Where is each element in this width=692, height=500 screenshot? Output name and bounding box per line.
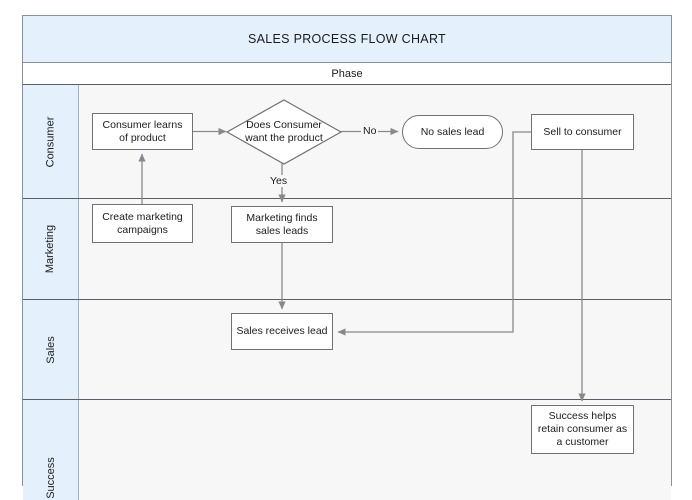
swimlane-label-text: Success bbox=[44, 456, 57, 499]
node-label: Marketing finds sales leads bbox=[246, 211, 318, 237]
node-sell-to-consumer[interactable]: Sell to consumer bbox=[531, 114, 634, 150]
swimlane-label-text: Consumer bbox=[44, 116, 57, 167]
node-label: No sales lead bbox=[420, 125, 485, 138]
chart-title-band: SALES PROCESS FLOW CHART bbox=[23, 16, 671, 63]
node-no-sales-lead[interactable]: No sales lead bbox=[402, 115, 503, 149]
phase-header-row: Phase bbox=[23, 63, 671, 85]
node-label: Does Consumer want the product bbox=[245, 119, 323, 144]
node-create-marketing-campaigns[interactable]: Create marketing campaigns bbox=[92, 204, 193, 243]
swimlane-label-consumer: Consumer bbox=[23, 85, 79, 198]
swimlane-label-success: Success bbox=[23, 400, 79, 500]
node-label: Create marketing campaigns bbox=[102, 210, 183, 236]
swimlane-body-sales bbox=[79, 300, 671, 399]
node-label: Consumer learns of product bbox=[102, 118, 183, 144]
node-label: Sell to consumer bbox=[543, 125, 622, 138]
node-marketing-finds-sales-leads[interactable]: Marketing finds sales leads bbox=[231, 206, 333, 243]
diamond-shape bbox=[226, 99, 342, 165]
edge-label-yes: Yes bbox=[268, 175, 290, 187]
swimlane-label-text: Marketing bbox=[44, 224, 57, 274]
edge-label-no: No bbox=[361, 125, 379, 137]
node-sales-receives-lead[interactable]: Sales receives lead bbox=[231, 313, 333, 350]
swimlane-label-marketing: Marketing bbox=[23, 199, 79, 299]
node-label: Success helps retain consumer as a custo… bbox=[537, 410, 628, 448]
phase-header-label: Phase bbox=[331, 67, 363, 80]
page-title: SALES PROCESS FLOW CHART bbox=[248, 32, 446, 46]
swimlane-label-text: Sales bbox=[44, 335, 57, 364]
node-consumer-learns-of-product[interactable]: Consumer learns of product bbox=[92, 113, 193, 150]
swimlane-label-sales: Sales bbox=[23, 300, 79, 399]
node-label: Sales receives lead bbox=[236, 325, 328, 337]
node-success-helps-retain-consumer[interactable]: Success helps retain consumer as a custo… bbox=[531, 405, 634, 454]
node-decision-does-consumer-want-the-product[interactable]: Does Consumer want the product bbox=[226, 99, 342, 165]
swimlane-sales: Sales bbox=[23, 299, 671, 399]
